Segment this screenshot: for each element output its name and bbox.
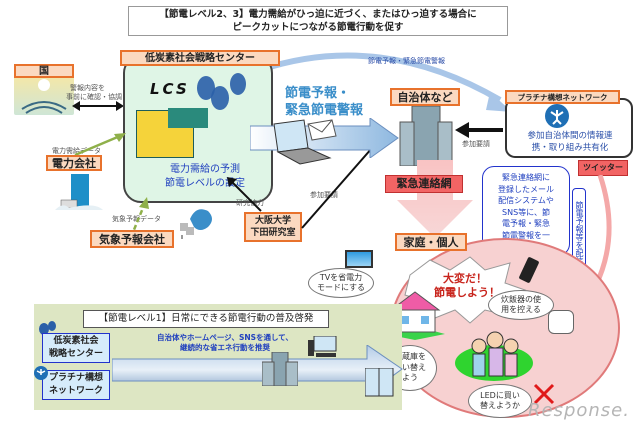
main-arrow-text-2: 緊急節電警報: [285, 103, 364, 118]
green-arrow-weather: [129, 197, 149, 238]
level1-arrow: [112, 345, 403, 396]
sanka-yosei-label-2: 参加要請: [462, 140, 490, 148]
twitter-vertical-note: 節電予報等を配信: [572, 188, 586, 278]
green-arrow-power: [74, 133, 126, 157]
osaka-line-2: 下田研究室: [250, 228, 296, 238]
weather-icon: [180, 209, 212, 239]
rice-cloud-line-1: 炊飯器の使: [501, 294, 541, 304]
kuni-note-2: 事前に確認・協調: [66, 93, 122, 101]
level1-title: 【節電レベル1】日常にできる節電行動の普及啓発: [83, 310, 329, 328]
lcs-board-image: [168, 108, 208, 128]
level1-desc-1: 自治体やホームページ、SNSを通して、: [157, 333, 293, 342]
rice-cooker-icon: [548, 310, 574, 334]
exclaim-line-1: 大変だ！: [443, 272, 487, 285]
platinum-label: プラチナ構想ネットワーク: [505, 90, 620, 104]
katei-label: 家庭・個人: [395, 233, 467, 251]
kinkyu-label: 緊急連絡網: [385, 175, 463, 193]
lcs-logo-text: LCS: [150, 80, 190, 98]
lcs-desc-1: 電力需給の予測: [170, 164, 240, 175]
twitter-label: ツイッター: [578, 160, 628, 176]
platinum-logo-icon: [545, 104, 569, 128]
bubble-line-1: 緊急連絡網に: [502, 173, 550, 182]
kuni-label: 国: [14, 64, 74, 78]
platinum-small-logo-icon: [34, 366, 48, 380]
level1-lcs-line-2: 戦略センター: [48, 349, 103, 359]
pink-down-arrow: [397, 160, 473, 238]
level1-lcs-box: 低炭素社会 戦略センター: [42, 333, 110, 363]
main-arrow-text-1: 節電予報・: [285, 86, 351, 101]
denryoku-label: 電力会社: [46, 155, 102, 171]
platinum-desc-2: 携・取り組み共有化: [531, 143, 609, 153]
osaka-label: 大阪大学 下田研究室: [244, 212, 302, 242]
tv-icon: [345, 250, 373, 268]
bubble-line-3: 配信システムや: [498, 196, 554, 205]
family-icon: [471, 331, 519, 377]
black-arrow-research: [227, 177, 262, 212]
sanka-yosei-label-1: 参加要請: [310, 191, 338, 199]
led-cloud-line-1: LEDに買い: [480, 390, 520, 400]
level1-desc-2: 継続的な省エネ行動を推奨: [180, 343, 270, 352]
power-company-building-icon: [55, 174, 103, 210]
level1-platinum-box: プラチナ構想 ネットワーク: [42, 370, 110, 400]
platinum-desc-1: 参加自治体間の情報連: [527, 131, 613, 141]
parliament-image: [14, 75, 74, 115]
kisho-data-label: 気象予報データ: [112, 215, 161, 223]
tv-cloud-line-1: TVを省電力: [319, 272, 363, 282]
fridge-cloud-line-1: 冷蔵庫を: [394, 352, 426, 362]
refrigerator-icon: [365, 368, 394, 397]
bubble-line-4: SNS等に、節: [502, 207, 550, 217]
office-building-icon: [262, 352, 298, 386]
denryoku-data-label: 電力需給データ: [52, 147, 101, 155]
tv-cloud: TVを省電力モードにする: [308, 268, 374, 298]
lcs-center-label: 低炭素社会戦略センター: [120, 50, 280, 66]
header-box: 【節電レベル2、3】電力需給がひっ迫に近づく、またはひっ迫する場合に ピークカッ…: [128, 6, 508, 36]
bubble-line-2: 登録したメール: [498, 184, 554, 194]
black-arrow-platinum: [455, 122, 503, 138]
double-arrow-icon: [72, 101, 124, 111]
desktop-pc-icon: [308, 336, 337, 357]
city-hall-building-icon: [399, 106, 453, 166]
jichitai-label: 自治体など: [390, 88, 460, 106]
kuni-note-1: 警報内容を: [70, 84, 105, 92]
kisho-label: 気象予報会社: [90, 230, 174, 248]
level1-plat-line-1: プラチナ構想: [48, 373, 103, 383]
top-arc-label: 節電予報・緊急節電警報: [368, 57, 445, 65]
tv-cloud-line-2: モードにする: [316, 283, 366, 292]
led-cloud-line-2: 替えようか: [480, 401, 520, 410]
lcs-small-logo-icon: [39, 321, 56, 335]
laptop-mail-icon: [273, 119, 337, 165]
lcs-desc-2: 節電レベルの設定: [165, 178, 245, 189]
cross-mark-icon: [533, 383, 555, 405]
led-cloud: LEDに買い替えようか: [468, 384, 532, 418]
rice-cooker-cloud: 炊飯器の使用を控える: [488, 290, 554, 320]
bubble-line-6: 節電警報を一: [502, 230, 550, 240]
osaka-line-1: 大阪大学: [254, 216, 291, 226]
exclaim-line-2: 節電しよう！: [434, 286, 500, 299]
level1-lcs-line-1: 低炭素社会: [53, 336, 99, 346]
header-line-1: 【節電レベル2、3】電力需給がひっ迫に近づく、またはひっ迫する場合に: [159, 9, 477, 20]
kenkyu-label: 研究協力: [236, 199, 264, 207]
header-line-2: ピークカットにつながる節電行動を促す: [232, 22, 404, 33]
fridge-cloud-line-2: 買い替え: [394, 362, 426, 372]
level1-plat-line-2: ネットワーク: [48, 386, 103, 396]
bubble-line-5: 電予報・緊急: [502, 219, 550, 228]
rice-cloud-line-2: 用を控える: [501, 305, 541, 314]
fridge-cloud-line-3: よう: [402, 373, 418, 383]
watermark-logo: Response.: [528, 400, 630, 421]
lcs-logo-icon: [197, 73, 246, 110]
